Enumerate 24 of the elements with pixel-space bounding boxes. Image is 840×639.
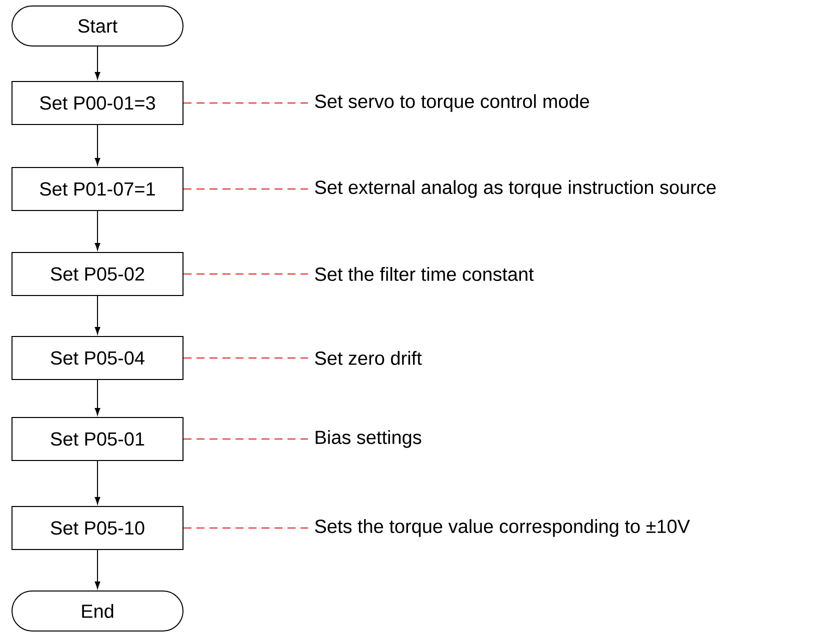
process-box: Set P00-01=3 — [12, 81, 184, 125]
process-box: Set P05-02 — [12, 252, 184, 296]
leader-line — [183, 438, 308, 440]
process-box: Set P05-04 — [12, 336, 184, 380]
arrow — [94, 296, 100, 334]
annotation-text: Sets the torque value corresponding to ±10V — [315, 519, 690, 537]
leader-line — [183, 188, 308, 190]
annotation-text: Set external analog as torque instruction source — [315, 180, 716, 198]
annotation-text: Set the filter time constant — [315, 267, 534, 281]
arrow — [94, 210, 100, 250]
annotation-text: Set zero drift — [315, 351, 422, 365]
annotation-text: Bias settings — [316, 430, 422, 448]
terminal-box: End — [12, 590, 184, 632]
process-box: Set P05-10 — [12, 506, 184, 550]
arrow — [94, 124, 100, 166]
process-box: Set P01-07=1 — [12, 167, 184, 211]
annotation-text: Set servo to torque control mode — [315, 94, 589, 112]
arrow — [94, 380, 100, 416]
terminal-box: Start — [12, 6, 184, 46]
process-box: Set P05-01 — [12, 417, 184, 461]
arrow — [94, 460, 100, 504]
arrow — [94, 550, 100, 589]
leader-line — [183, 102, 308, 104]
arrow — [94, 46, 100, 80]
